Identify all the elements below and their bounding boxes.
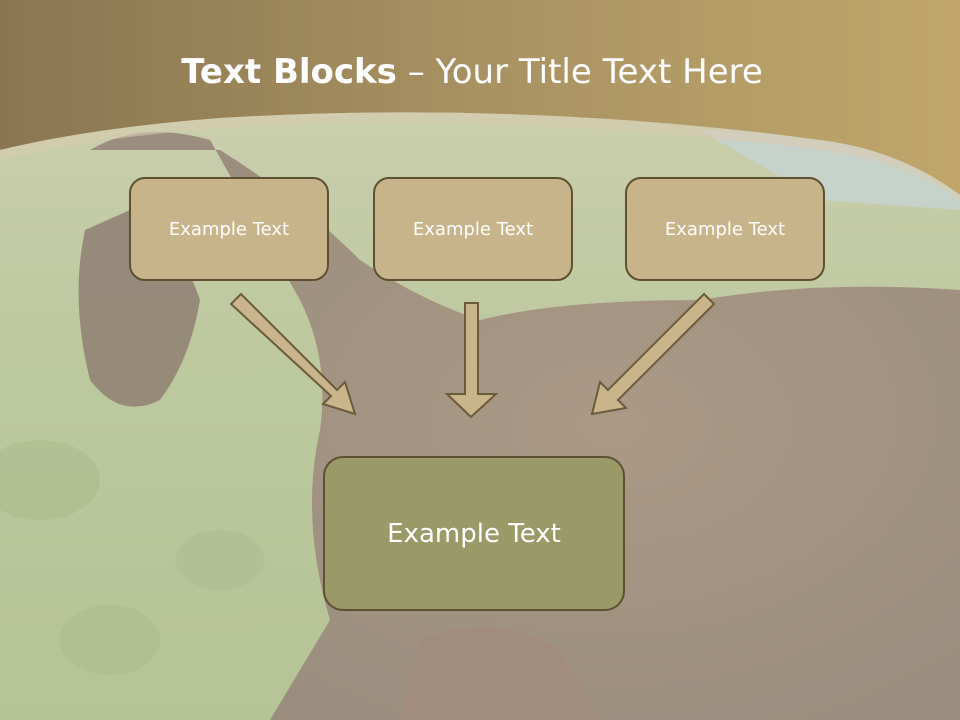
text-block-top-left[interactable]: Example Text [129,177,329,281]
arrow-right-down-left [590,292,716,416]
arrow-left-down-right [229,292,357,416]
text-block-main-label: Example Text [387,518,561,549]
text-block-top-left-label: Example Text [168,218,290,240]
arrow-down [444,302,499,419]
text-block-top-center[interactable]: Example Text [373,177,573,281]
title-bold-text: Text Blocks [181,52,397,92]
title-rest-text: – Your Title Text Here [396,52,763,92]
text-block-main[interactable]: Example Text [323,456,625,611]
slide-title: Text Blocks – Your Title Text Here [0,52,944,92]
text-block-top-right-label: Example Text [664,218,786,240]
text-block-top-right[interactable]: Example Text [625,177,825,281]
text-block-top-center-label: Example Text [412,218,534,240]
